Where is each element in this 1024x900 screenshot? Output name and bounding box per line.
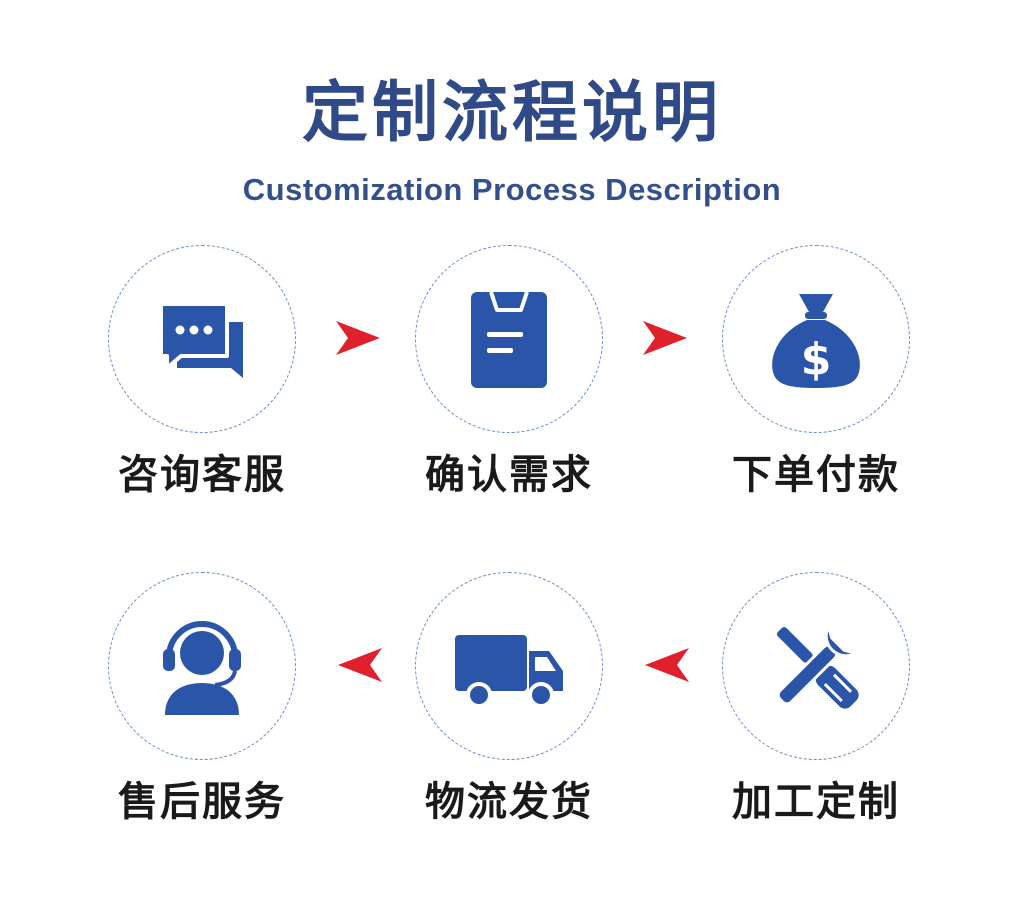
svg-text:$: $ [801, 334, 832, 385]
step-processing-circle [722, 572, 910, 760]
chat-icon [159, 302, 243, 378]
step-shipping-circle [415, 572, 603, 760]
step-payment-circle: $ [722, 245, 910, 433]
step-confirm-label: 确认需求 [425, 452, 593, 498]
page-title: 定制流程说明 [302, 74, 722, 151]
clipboard-icon [471, 291, 547, 388]
step-consult-circle [108, 245, 296, 433]
arrow-left-icon [645, 648, 689, 682]
step-processing-label: 加工定制 [732, 779, 900, 825]
arrow-left-icon [338, 648, 382, 682]
step-confirm-circle [415, 245, 603, 433]
step-aftersales-label: 售后服务 [118, 779, 286, 825]
arrow-right-icon [336, 321, 380, 355]
step-shipping-label: 物流发货 [425, 779, 593, 825]
tools-icon [776, 616, 866, 709]
truck-icon [455, 635, 563, 708]
headset-agent-icon [163, 621, 241, 715]
page-subtitle: Customization Process Description [242, 172, 782, 207]
step-aftersales-circle [108, 572, 296, 760]
arrow-right-icon [643, 321, 687, 355]
step-payment-label: 下单付款 [732, 452, 900, 498]
step-consult-label: 咨询客服 [118, 452, 286, 498]
money-bag-icon: $ [772, 294, 860, 388]
